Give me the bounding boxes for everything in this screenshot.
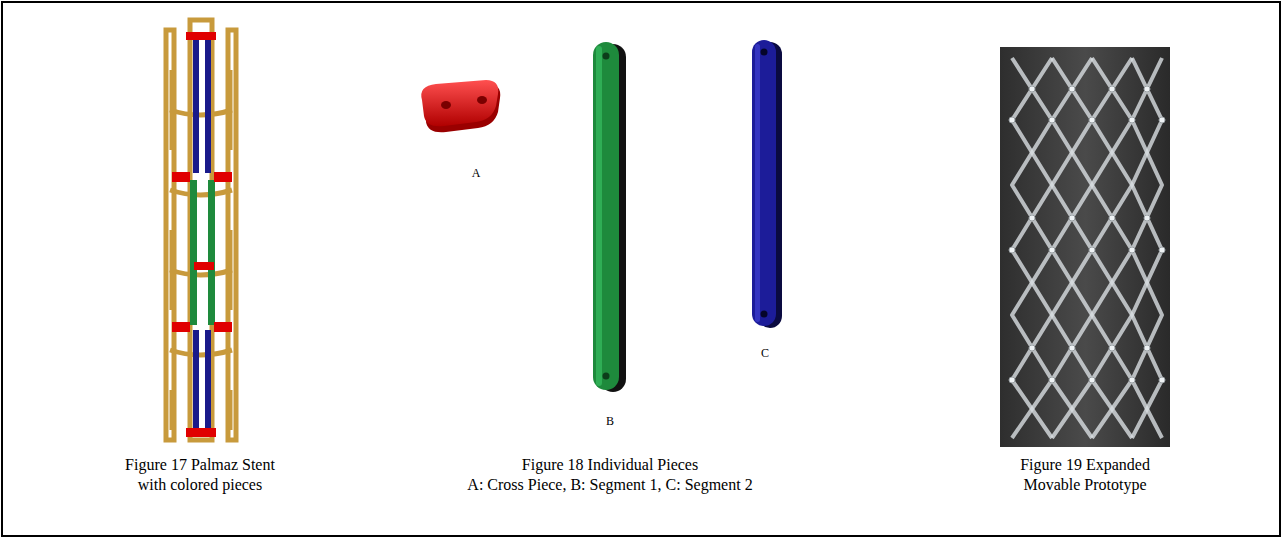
- part-letter: B: [595, 411, 625, 431]
- part-letter: C: [750, 343, 780, 363]
- cross-piece: [421, 80, 500, 132]
- figure-caption: Figure 19 Expanded Movable Prototype: [1010, 455, 1160, 495]
- segment-one: [593, 42, 626, 392]
- segment-two: [752, 40, 782, 328]
- part-letter: A: [461, 163, 491, 183]
- stent-drawing: [166, 20, 236, 440]
- figure-caption: Figure 18 Individual Pieces: [445, 455, 775, 475]
- figure-caption: Figure 17 Palmaz Stent with colored piec…: [113, 455, 288, 495]
- prototype-photo: [1000, 47, 1170, 447]
- caption-legend: A: Cross Piece, B: Segment 1, C: Segment…: [440, 475, 780, 495]
